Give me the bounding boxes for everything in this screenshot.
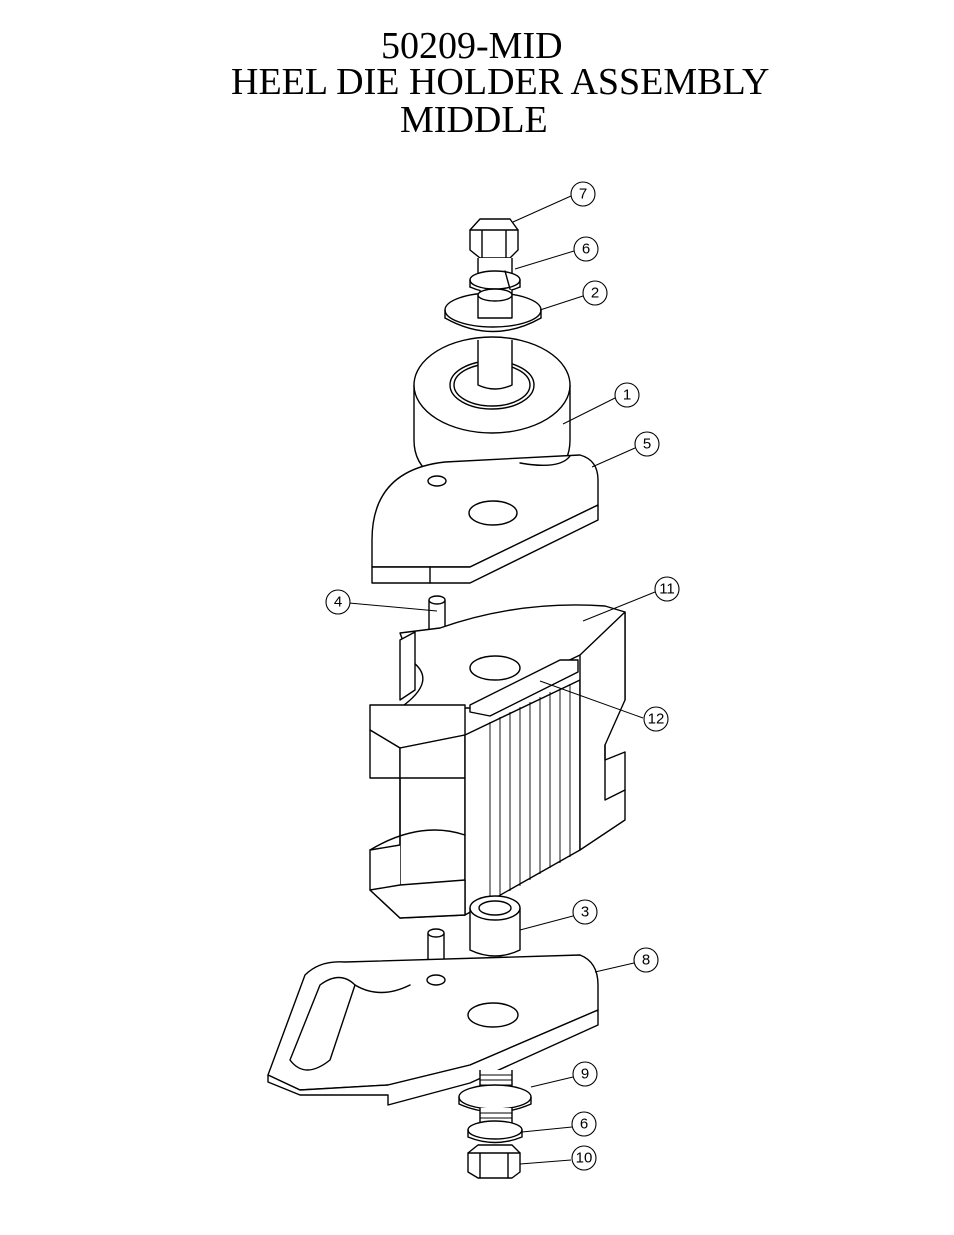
balloon-5: 5 — [634, 431, 660, 457]
balloon-12: 12 — [643, 706, 669, 732]
fin-grooves — [489, 684, 571, 900]
balloon-6-top: 6 — [573, 236, 599, 262]
svg-text:2: 2 — [591, 285, 599, 302]
balloon-9: 9 — [572, 1061, 598, 1087]
bottom-plate — [267, 954, 599, 1106]
svg-text:8: 8 — [642, 952, 650, 969]
svg-text:3: 3 — [581, 904, 589, 921]
balloon-7: 7 — [570, 181, 596, 207]
balloon-4: 4 — [325, 589, 351, 615]
flat-washer-bottom — [458, 1084, 532, 1113]
main-block — [369, 604, 626, 919]
top-plate — [371, 454, 599, 584]
svg-text:6: 6 — [580, 1116, 588, 1133]
balloon-1: 1 — [614, 382, 640, 408]
hex-bolt-top — [469, 218, 519, 276]
balloon-3: 3 — [572, 899, 598, 925]
balloon-11: 11 — [654, 576, 680, 602]
leader-lines — [348, 195, 656, 1165]
balloon-6-bottom: 6 — [571, 1111, 597, 1137]
svg-text:6: 6 — [582, 241, 590, 258]
svg-text:11: 11 — [659, 581, 675, 598]
svg-text:7: 7 — [579, 186, 587, 203]
balloon-2: 2 — [582, 280, 608, 306]
svg-text:12: 12 — [648, 711, 665, 728]
svg-text:10: 10 — [576, 1150, 593, 1167]
lock-washer-top — [469, 270, 521, 294]
svg-text:4: 4 — [334, 594, 342, 611]
svg-text:1: 1 — [623, 387, 631, 404]
svg-text:5: 5 — [643, 436, 651, 453]
assembly-name: HEEL DIE HOLDER ASSEMBLY — [231, 61, 770, 103]
flat-washer-top — [444, 288, 542, 333]
hex-nut — [467, 1144, 521, 1179]
balloon-8: 8 — [633, 947, 659, 973]
drawing-number: 50209-MID — [381, 25, 563, 67]
balloon-10: 10 — [571, 1145, 597, 1171]
lock-washer-bottom — [467, 1120, 523, 1144]
assembly-variant: MIDDLE — [400, 99, 548, 141]
svg-text:9: 9 — [581, 1066, 589, 1083]
spacer-bushing — [469, 895, 521, 957]
